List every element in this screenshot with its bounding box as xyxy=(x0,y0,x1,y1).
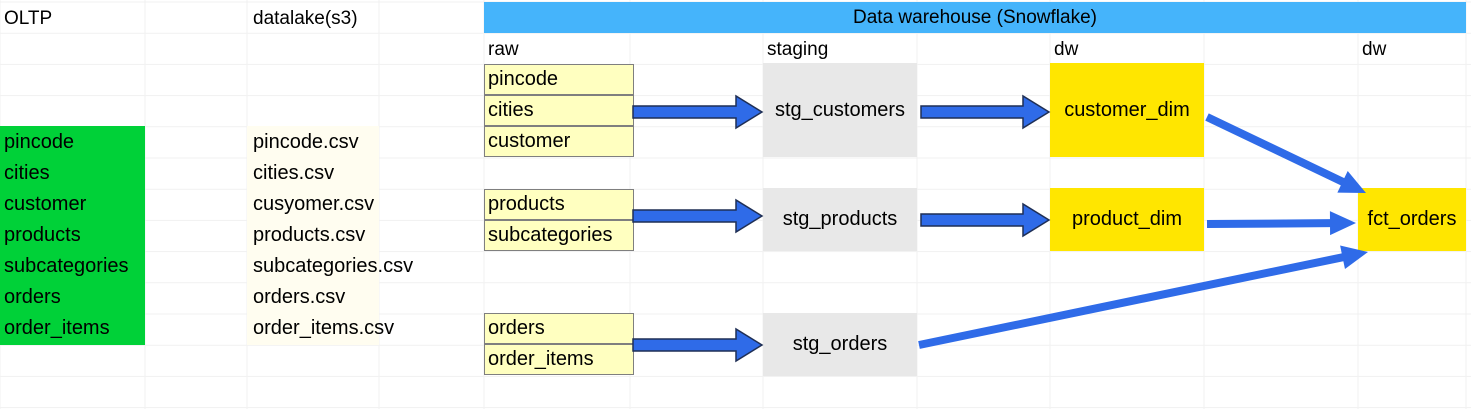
s3-file-products: products.csv xyxy=(253,224,366,246)
raw-table-products: products xyxy=(484,189,634,220)
warehouse-banner: Data warehouse (Snowflake) xyxy=(484,2,1466,33)
raw-table-cities: cities xyxy=(484,95,634,126)
dw-customer-dim: customer_dim xyxy=(1050,63,1204,157)
dw-header-fact: dw xyxy=(1362,39,1387,60)
staging-stg-customers: stg_customers xyxy=(763,63,917,157)
datalake-header: datalake(s3) xyxy=(253,8,358,29)
raw-table-pincode: pincode xyxy=(484,64,634,95)
s3-file-orders: orders.csv xyxy=(253,286,346,308)
oltp-table-subcategories: subcategories xyxy=(4,255,129,277)
raw-table-orders: orders xyxy=(484,313,634,344)
dw-product-dim: product_dim xyxy=(1050,188,1204,251)
oltp-table-cities: cities xyxy=(4,162,50,184)
raw-table-subcategories: subcategories xyxy=(484,220,634,251)
raw-table-customer: customer xyxy=(484,126,634,157)
s3-file-customer: cusyomer.csv xyxy=(253,193,375,215)
s3-file-cities: cities.csv xyxy=(253,162,335,184)
dw-fct-orders: fct_orders xyxy=(1358,188,1466,251)
dw-header-dims: dw xyxy=(1054,39,1079,60)
staging-header: staging xyxy=(767,39,829,60)
oltp-table-customer: customer xyxy=(4,193,87,215)
s3-file-subcategories: subcategories.csv xyxy=(253,255,414,277)
oltp-table-orders: orders xyxy=(4,286,61,308)
oltp-header: OLTP xyxy=(4,8,53,29)
s3-file-pincode: pincode.csv xyxy=(253,131,359,153)
staging-stg-products: stg_products xyxy=(763,188,917,251)
oltp-tables-block xyxy=(0,126,145,345)
oltp-table-order-items: order_items xyxy=(4,317,110,339)
oltp-table-products: products xyxy=(4,224,81,246)
raw-table-order-items: order_items xyxy=(484,344,634,375)
staging-stg-orders: stg_orders xyxy=(763,313,917,376)
oltp-table-pincode: pincode xyxy=(4,131,75,153)
raw-header: raw xyxy=(488,39,519,60)
s3-file-order-items: order_items.csv xyxy=(253,317,395,339)
datalake-files-block xyxy=(247,126,379,345)
